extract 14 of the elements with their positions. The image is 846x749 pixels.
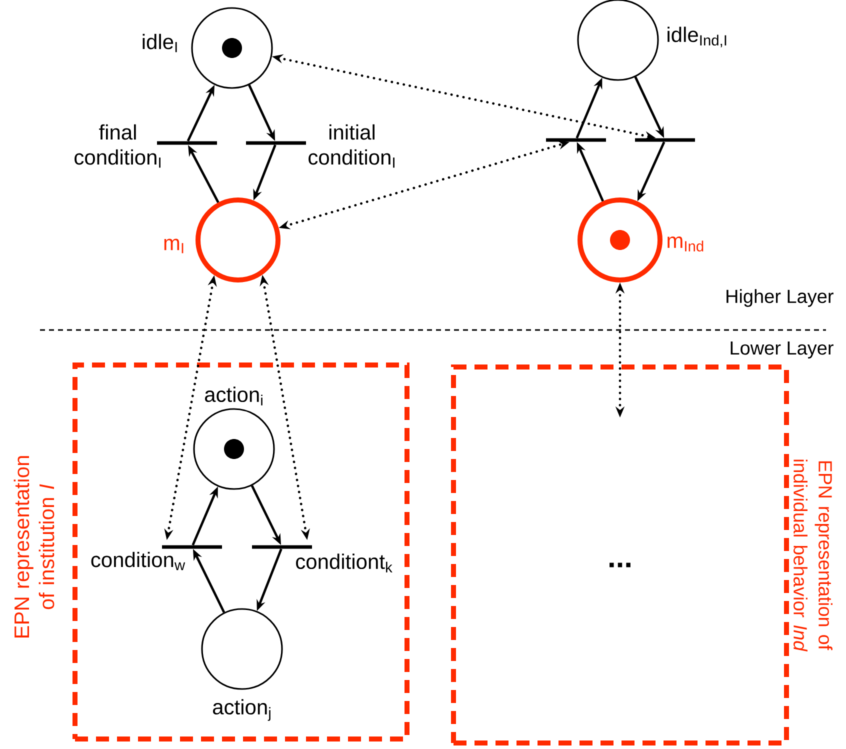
node-label: EPN representation of institution I bbox=[14, 456, 54, 638]
layer-label: Higher Layer bbox=[726, 289, 834, 307]
layer-label: Lower Layer bbox=[730, 342, 834, 358]
node-label: m$_{Ind}$ bbox=[668, 236, 704, 252]
node-label: m$_{I}$ bbox=[164, 238, 184, 254]
node-label: action$_{i}$ bbox=[205, 386, 262, 406]
node-label: conditiont$_{k}$ bbox=[296, 554, 392, 572]
node-label: action$_{j}$ bbox=[213, 699, 270, 721]
node-label: idle$_{I}$ bbox=[142, 34, 177, 52]
node-label: condition$_{w}$ bbox=[91, 552, 186, 570]
ellipsis: ... bbox=[610, 562, 630, 568]
node-label: initial condition$_{I}$ bbox=[308, 124, 394, 168]
node-label: final condition$_{I}$ bbox=[74, 124, 160, 168]
node-label: idle$_{Ind,I}$ bbox=[668, 26, 726, 48]
